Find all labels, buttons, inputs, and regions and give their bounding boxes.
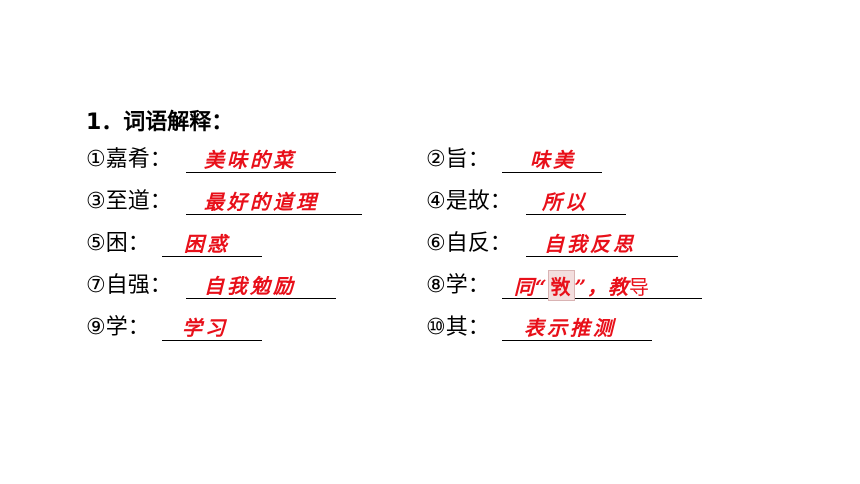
boxed-character: 敩 xyxy=(547,270,575,301)
item-4: ④是故： 所以 xyxy=(426,184,646,220)
answer-text: 所以 xyxy=(542,190,588,214)
answer-text: 自我勉励 xyxy=(204,274,296,298)
item-1: ①嘉肴： 美味的菜 xyxy=(86,142,346,178)
answer-blank xyxy=(186,214,362,215)
answer-blank xyxy=(502,298,702,299)
item-label: ⑨学： xyxy=(86,315,150,340)
answer-blank xyxy=(186,172,336,173)
answer-blank xyxy=(526,256,678,257)
answer-prefix: 同“ xyxy=(514,275,548,299)
item-9: ⑨学： 学习 xyxy=(86,310,346,346)
answer-text: 味美 xyxy=(530,148,576,172)
answer-blank xyxy=(162,340,262,341)
item-label: ④是故： xyxy=(426,189,512,214)
answer-blank xyxy=(526,214,626,215)
answer-suffix: ”，教 xyxy=(574,275,630,299)
item-label: ③至道： xyxy=(86,189,172,214)
item-2: ②旨： 味美 xyxy=(426,142,626,178)
item-label: ⑤困： xyxy=(86,231,150,256)
item-label: ①嘉肴： xyxy=(86,147,172,172)
item-label: ⑦自强： xyxy=(86,273,172,298)
question-title: 1．词语解释： xyxy=(86,110,234,135)
answer-text: 同“敩”，教导 xyxy=(514,270,650,301)
answer-blank xyxy=(502,172,602,173)
answer-text: 学习 xyxy=(182,316,228,340)
item-label: ⑥自反： xyxy=(426,231,512,256)
answer-text: 美味的菜 xyxy=(204,148,296,172)
item-7: ⑦自强： 自我勉励 xyxy=(86,268,346,304)
answer-text: 困惑 xyxy=(184,232,230,256)
answer-text: 自我反思 xyxy=(544,232,636,256)
item-10: ⑩其： 表示推测 xyxy=(426,310,666,346)
answer-tail: 导 xyxy=(629,275,651,299)
item-label: ②旨： xyxy=(426,147,490,172)
answer-text: 最好的道理 xyxy=(204,190,319,214)
item-3: ③至道： 最好的道理 xyxy=(86,184,366,220)
answer-text: 表示推测 xyxy=(524,316,616,340)
answer-blank xyxy=(502,340,652,341)
item-label: ⑩其： xyxy=(426,315,490,340)
item-5: ⑤困： 困惑 xyxy=(86,226,346,262)
answer-blank xyxy=(186,298,336,299)
item-label: ⑧学： xyxy=(426,273,490,298)
item-6: ⑥自反： 自我反思 xyxy=(426,226,686,262)
answer-blank xyxy=(162,256,262,257)
item-8: ⑧学： 同“敩”，教导 xyxy=(426,268,716,304)
